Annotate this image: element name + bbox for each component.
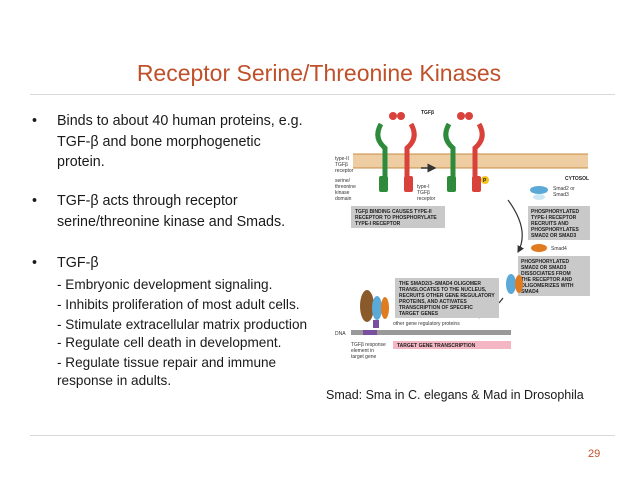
slide-title: Receptor Serine/Threonine Kinases (136, 60, 502, 86)
svg-text:THE RECEPTOR AND: THE RECEPTOR AND (521, 277, 573, 283)
bullet-marker: • (32, 193, 38, 209)
receptor-pair-active: P (443, 122, 489, 192)
bullet-item: • TGF-β acts through receptor serine/thr… (32, 191, 332, 253)
bullet-list: • Binds to about 40 human proteins, e.g.… (32, 111, 332, 392)
target-transcription-box: TARGET GENE TRANSCRIPTION (393, 341, 511, 349)
response-element-label: element in (351, 348, 374, 354)
svg-text:TARGET GENE TRANSCRIPTION: TARGET GENE TRANSCRIPTION (397, 343, 476, 349)
phospho-label: P (483, 178, 487, 184)
svg-text:OLIGOMERIZES WITH: OLIGOMERIZES WITH (521, 283, 574, 289)
bullet-item: • Binds to about 40 human proteins, e.g.… (32, 111, 332, 191)
bullet-marker: • (32, 113, 38, 129)
transcription-complex-icon (360, 290, 389, 328)
svg-text:SMAD4: SMAD4 (521, 289, 539, 295)
svg-text:receptor: receptor (335, 168, 354, 174)
sub-item: - Inhibits proliferation of most adult c… (57, 296, 300, 312)
page-number: 29 (588, 448, 601, 460)
dna-strand (351, 330, 511, 335)
bullet-line: TGF-β and bone morphogenetic (57, 133, 261, 150)
svg-text:RECEPTOR TO PHOSPHORYLATE: RECEPTOR TO PHOSPHORYLATE (355, 215, 437, 221)
svg-text:RECRUITS AND: RECRUITS AND (531, 221, 569, 227)
svg-text:TRANSCRIPTION OF SPECIFIC: TRANSCRIPTION OF SPECIFIC (399, 305, 473, 311)
svg-text:SMAD2 OR SMAD3: SMAD2 OR SMAD3 (531, 233, 577, 239)
bullet-marker: • (32, 255, 38, 271)
svg-text:TYPE-I RECEPTOR: TYPE-I RECEPTOR (531, 215, 577, 221)
divider-bottom (30, 435, 615, 436)
bullet-line: serine/threonine kinase and Smads. (57, 213, 286, 230)
dissociation-caption-box: PHOSPHORYLATED SMAD2 OR SMAD3 DISSOCIATE… (518, 256, 590, 296)
svg-text:type-I: type-I (417, 184, 430, 190)
svg-text:DISSOCIATES FROM: DISSOCIATES FROM (521, 271, 571, 277)
svg-text:PHOSPHORYLATED: PHOSPHORYLATED (521, 259, 569, 265)
receptor-labels: type-II TGFβ receptor serine/ threonine … (335, 156, 436, 202)
sub-item: - Stimulate extracellular matrix product… (57, 316, 308, 332)
svg-text:domain: domain (335, 196, 352, 202)
bullet-line: protein. (57, 154, 105, 170)
svg-text:THE SMAD2/3–SMAD4 OLIGOMER: THE SMAD2/3–SMAD4 OLIGOMER (399, 281, 481, 287)
sub-list: - Embryonic development signaling. - Inh… (57, 276, 332, 390)
bullet-line: TGF-β acts through receptor (57, 193, 238, 209)
nucleus-caption-box: THE SMAD2/3–SMAD4 OLIGOMER TRANSLOCATES … (395, 278, 499, 318)
svg-text:TRANSLOCATES TO THE NUCLEUS,: TRANSLOCATES TO THE NUCLEUS, (399, 287, 487, 293)
svg-text:TGFβ BINDING CAUSES TYPE-II: TGFβ BINDING CAUSES TYPE-II (355, 209, 432, 215)
svg-text:TARGET GENES: TARGET GENES (399, 311, 439, 317)
cell-membrane (353, 154, 588, 168)
svg-text:kinase: kinase (335, 190, 350, 196)
other-proteins-label: other gene regulatory proteins (393, 321, 460, 327)
bullet-line: Binds to about 40 human proteins, e.g. (57, 113, 303, 129)
svg-text:receptor: receptor (417, 196, 436, 202)
tgf-beta-ligand-icon (389, 112, 473, 120)
ligand-label: TGFβ (421, 110, 434, 116)
smad23-icon (530, 186, 548, 200)
sub-item: - Embryonic development signaling. (57, 276, 273, 292)
svg-text:PHOSPHORYLATES: PHOSPHORYLATES (531, 227, 579, 233)
smad4-label: Smad4 (551, 246, 567, 252)
divider-top (30, 94, 615, 95)
svg-text:SMAD2 OR SMAD3: SMAD2 OR SMAD3 (521, 265, 567, 271)
sub-item: - Regulate tissue repair and immune (57, 354, 277, 370)
receptor-pair-inactive (375, 122, 417, 192)
svg-text:serine/: serine/ (335, 178, 351, 184)
smad-oligomer-icon (506, 274, 523, 294)
cytosol-label: CYTOSOL (565, 176, 589, 182)
smad-caption: Smad: Sma in C. elegans & Mad in Drosoph… (326, 388, 584, 402)
sub-item: - Regulate cell death in development. (57, 334, 282, 350)
response-element-label: target gene (351, 354, 377, 360)
bullet-item: • TGF-β - Embryonic development signalin… (32, 253, 332, 390)
svg-text:type-II: type-II (335, 156, 349, 162)
svg-text:TGFβ: TGFβ (335, 162, 348, 168)
svg-text:threonine: threonine (335, 184, 356, 190)
smad4-icon (531, 244, 547, 252)
phosphorylation-caption-box: PHOSPHORYLATED TYPE-I RECEPTOR RECRUITS … (528, 206, 590, 240)
svg-text:TGFβ: TGFβ (417, 190, 430, 196)
bullet-line: TGF-β (57, 255, 99, 271)
svg-text:RECRUITS OTHER GENE REGULATORY: RECRUITS OTHER GENE REGULATORY (399, 293, 495, 299)
svg-text:PHOSPHORYLATED: PHOSPHORYLATED (531, 209, 579, 215)
smad23-label: Smad3 (553, 192, 569, 198)
svg-text:PROTEINS, AND ACTIVATES: PROTEINS, AND ACTIVATES (399, 299, 467, 305)
dna-label: DNA (335, 331, 346, 337)
svg-text:TYPE-I RECEPTOR: TYPE-I RECEPTOR (355, 221, 401, 227)
smad23-label: Smad2 or (553, 186, 575, 192)
sub-item: response in adults. (57, 372, 172, 388)
binding-caption-box: TGFβ BINDING CAUSES TYPE-II RECEPTOR TO … (351, 206, 445, 228)
tgf-beta-signaling-diagram: TGFβ P type-II TGFβ receptor serine/ thr… (335, 110, 590, 360)
response-element-label: TGFβ response (351, 342, 386, 348)
